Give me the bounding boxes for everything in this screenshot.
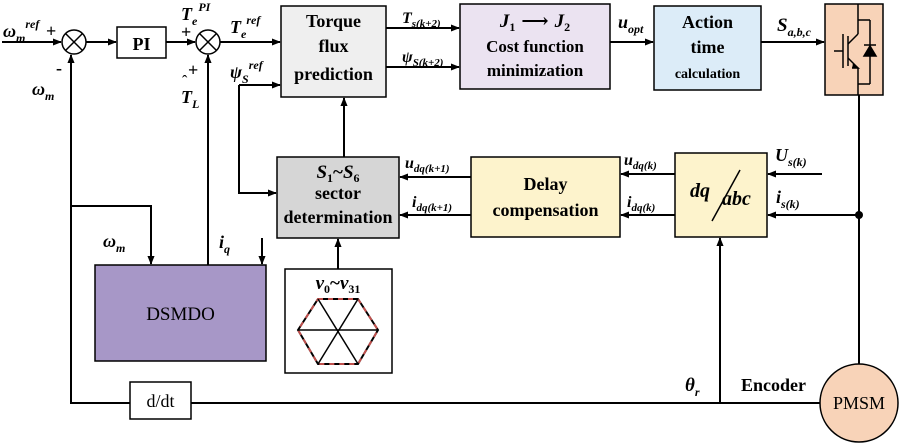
label-udq-k1: udq(k+1) xyxy=(405,155,450,175)
signal-wires xyxy=(2,24,863,404)
action-time-block: Action time calculation xyxy=(653,5,762,91)
cost-function-line3: minimization xyxy=(487,61,584,80)
sector-line3: determination xyxy=(284,207,393,227)
label-idq-k: idq(k) xyxy=(627,194,655,214)
label-omega-ref: ωmref xyxy=(3,17,40,45)
pi-label: PI xyxy=(133,34,151,54)
ddt-block: d/dt xyxy=(129,381,192,420)
voltage-vectors-block: v0~v31 xyxy=(284,268,393,374)
torque-flux-line2: flux xyxy=(318,36,348,56)
abc-label: abc xyxy=(722,188,751,210)
pmsm-motor: PMSM xyxy=(819,363,899,443)
torque-flux-prediction-block: Torque flux prediction xyxy=(280,5,387,98)
inverter-block xyxy=(824,3,884,96)
hexagon-icon xyxy=(296,298,380,365)
hat-accent: ˆ xyxy=(182,73,188,90)
dsmdo-block: DSMDO xyxy=(94,264,267,362)
label-us-k: Us(k) xyxy=(775,145,807,169)
sign-sum2-plus-bottom: + xyxy=(188,60,198,80)
sign-sum1-plus: + xyxy=(46,21,56,41)
label-te-pi: TePI xyxy=(181,0,212,28)
label-ts-k2: Ts(k+2) xyxy=(402,10,441,30)
vectors-label: v0~v31 xyxy=(316,273,361,296)
sector-line2: sector xyxy=(315,183,361,203)
label-encoder: Encoder xyxy=(741,375,806,395)
action-time-line1: Action xyxy=(682,12,733,32)
label-iq: iq xyxy=(219,232,230,256)
dq-label: dq xyxy=(690,180,710,202)
sector-title: S1~S6 xyxy=(316,162,359,185)
signal-labels: ωmref + - ωm TePI + + TL ˆ Teref ψSref T… xyxy=(3,0,812,399)
sign-sum1-minus: - xyxy=(56,58,62,78)
label-omega-m-dsmdo: ωm xyxy=(103,231,125,255)
label-is-k: is(k) xyxy=(776,187,800,211)
sum-junction-torque xyxy=(195,29,221,55)
label-udq-k: udq(k) xyxy=(624,152,657,172)
ddt-label: d/dt xyxy=(146,391,174,411)
action-time-line3: calculation xyxy=(675,67,741,82)
delay-compensation-block: Delay compensation xyxy=(470,156,621,238)
dq-abc-transform-block: dq abc xyxy=(674,152,768,238)
label-u-opt: uopt xyxy=(618,12,644,36)
junction-dot xyxy=(855,211,863,219)
cost-function-line2: Cost function xyxy=(486,37,584,56)
cost-function-block: J1⟶J2 Cost function minimization xyxy=(459,3,611,90)
label-psi-ref: ψSref xyxy=(230,58,264,86)
label-idq-k1: idq(k+1) xyxy=(412,194,452,214)
label-psis-k2: ψS(k+2) xyxy=(402,49,443,69)
label-te-ref: Teref xyxy=(230,13,261,41)
label-theta-r: θr xyxy=(685,375,700,399)
cost-function-title: J1⟶J2 xyxy=(499,11,570,34)
label-omega-m-feedback: ωm xyxy=(32,79,54,103)
sign-sum2-plus-left: + xyxy=(181,22,191,42)
label-tl-hat: TL xyxy=(181,87,199,111)
label-s-abc: Sa,b,c xyxy=(777,15,812,39)
pi-block: PI xyxy=(116,26,167,59)
torque-flux-line3: prediction xyxy=(294,64,373,84)
sum-junction-speed xyxy=(61,29,87,55)
dsmdo-label: DSMDO xyxy=(146,304,215,325)
pmsm-label: PMSM xyxy=(833,393,885,413)
sector-determination-block: S1~S6 sector determination xyxy=(276,156,400,239)
igbt-switch-icon xyxy=(834,4,878,95)
delay-line2: compensation xyxy=(492,200,598,220)
action-time-line2: time xyxy=(691,37,725,57)
torque-flux-line1: Torque xyxy=(306,11,361,31)
delay-line1: Delay xyxy=(524,174,568,194)
